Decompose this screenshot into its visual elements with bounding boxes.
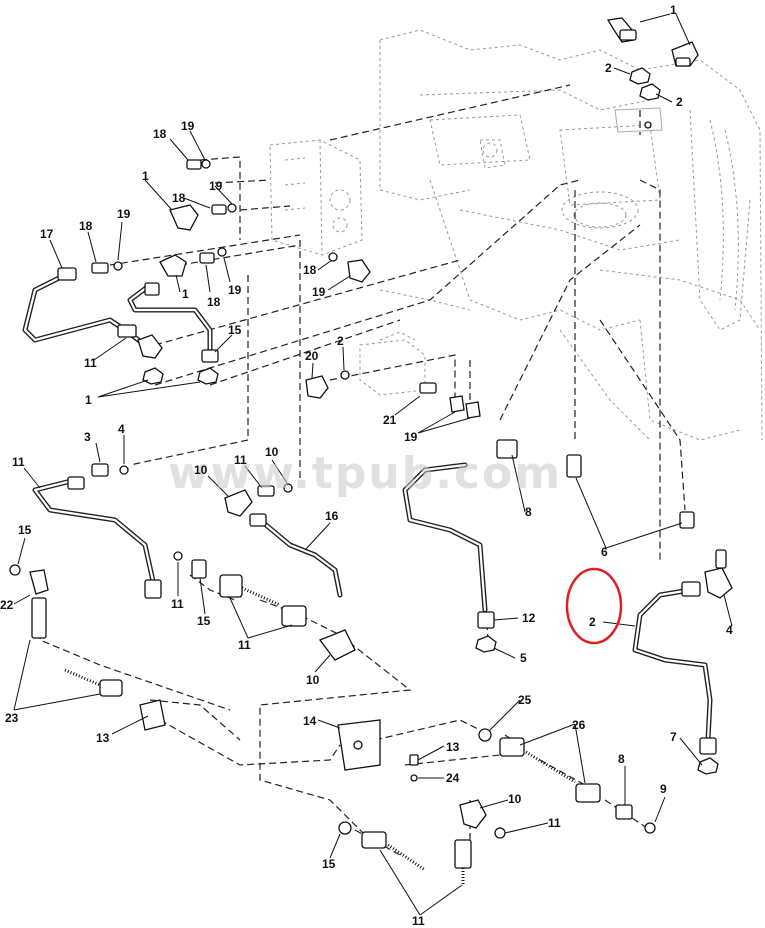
callout-7: 2 bbox=[589, 615, 596, 629]
callout-23: 11 bbox=[238, 638, 251, 652]
callout-19: 19 bbox=[117, 207, 131, 221]
callout-labels: 1 2 2 18 19 18 19 1 18 19 17 18 19 1 18 … bbox=[0, 3, 733, 928]
callout-2: 2 bbox=[676, 95, 683, 109]
tube-7 bbox=[632, 587, 713, 743]
callout-2: 5 bbox=[520, 651, 527, 665]
callout-10: 3 bbox=[84, 430, 91, 444]
callout-15: 22 bbox=[0, 598, 14, 612]
callout-26: 24 bbox=[446, 771, 460, 785]
callout-19: 19 bbox=[181, 119, 195, 133]
callout-10: 8 bbox=[618, 752, 625, 766]
callout-10: 15 bbox=[197, 614, 211, 628]
fittings bbox=[9, 17, 733, 885]
callout-16: 11 bbox=[12, 455, 25, 469]
callout-17: 17 bbox=[40, 227, 54, 241]
callout-11: 11 bbox=[548, 816, 561, 830]
callout-4: 19 bbox=[404, 430, 418, 444]
callout-2: 1 bbox=[85, 393, 92, 407]
callout-15: 10 bbox=[508, 792, 522, 806]
callout-1: 1 bbox=[142, 169, 149, 183]
callout-19: 2 bbox=[337, 334, 344, 348]
tube-16 bbox=[32, 477, 158, 593]
callout-8: 25 bbox=[518, 693, 532, 707]
callout-10: 11 bbox=[234, 453, 247, 467]
callout-22: 16 bbox=[325, 509, 339, 523]
callout-15: 10 bbox=[194, 463, 208, 477]
callout-4: 6 bbox=[601, 545, 608, 559]
callout-11: 9 bbox=[660, 782, 667, 796]
callout-14: 23 bbox=[5, 711, 19, 725]
manifold-block bbox=[269, 139, 363, 256]
callout-18: 18 bbox=[79, 219, 93, 233]
callout-25: 13 bbox=[446, 740, 460, 754]
callout-13: 13 bbox=[96, 731, 110, 745]
callout-2: 7 bbox=[670, 730, 677, 744]
callout-11: 15 bbox=[18, 523, 32, 537]
callout-6: 12 bbox=[522, 611, 536, 625]
callout-9: 26 bbox=[572, 718, 586, 732]
highlight-circle bbox=[565, 567, 623, 645]
callout-21: 20 bbox=[305, 349, 319, 363]
callout-1: 1 bbox=[182, 287, 189, 301]
callout-2: 2 bbox=[605, 61, 612, 75]
callout-3: 21 bbox=[383, 413, 397, 427]
tube-22 bbox=[257, 517, 343, 598]
callout-8: 15 bbox=[322, 857, 336, 871]
tube-6 bbox=[402, 462, 488, 613]
callout-5: 4 bbox=[726, 623, 733, 637]
callout-11: 4 bbox=[118, 422, 125, 436]
callout-11: 18 bbox=[303, 263, 317, 277]
callout-1: 1 bbox=[670, 3, 677, 17]
tube-20 bbox=[127, 282, 213, 363]
callout-1: 11 bbox=[84, 356, 97, 370]
callout-18: 18 bbox=[207, 295, 221, 309]
watermark-text: www.tpub.com bbox=[168, 448, 562, 499]
callout-11: 11 bbox=[171, 597, 184, 611]
callout-24: 14 bbox=[303, 714, 317, 728]
callout-18: 18 bbox=[153, 127, 167, 141]
callout-13: 10 bbox=[306, 673, 320, 687]
callout-11: 10 bbox=[265, 445, 279, 459]
callout-12: 11 bbox=[412, 914, 425, 928]
leader-lines bbox=[13, 13, 733, 916]
engine-outline bbox=[379, 29, 763, 441]
callout-20: 15 bbox=[228, 323, 242, 337]
callout-19: 19 bbox=[228, 283, 242, 297]
callout-18: 18 bbox=[172, 191, 186, 205]
valve-block bbox=[359, 331, 426, 396]
callout-5: 8 bbox=[525, 505, 532, 519]
callout-19: 19 bbox=[209, 179, 223, 193]
callout-15: 19 bbox=[312, 285, 326, 299]
